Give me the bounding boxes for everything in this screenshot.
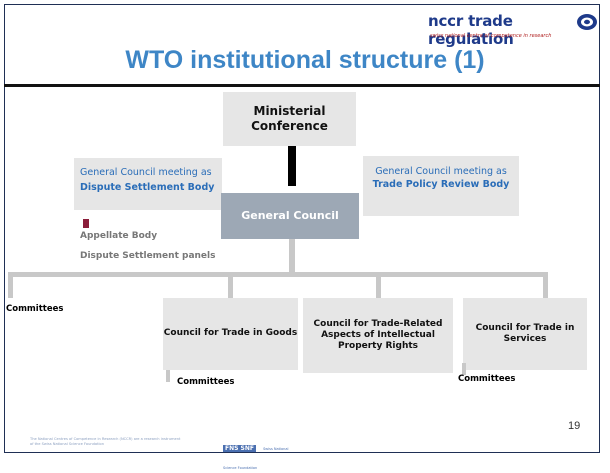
slide-title: WTO institutional structure (1)	[125, 46, 485, 74]
committees-left-label: Committees	[6, 304, 64, 314]
title-divider	[4, 84, 600, 87]
appellate-body-label: Appellate Body	[80, 231, 158, 241]
committees-services-stub	[462, 363, 466, 375]
connector-ministerial-general	[288, 146, 296, 186]
general-council-box: General Council	[221, 193, 359, 239]
logo-subtitle: swiss national centre of competence in r…	[430, 33, 552, 39]
footer-credit-line1: The National Centres of Competence in Re…	[30, 437, 181, 441]
nccr-logo: nccr trade regulation swiss national cen…	[424, 10, 600, 50]
connector-horizontal	[8, 272, 548, 277]
snsf-logo-mark: FNS SNF	[223, 445, 256, 452]
connector-trips	[376, 272, 381, 298]
committees-goods-stub	[166, 370, 170, 382]
council-trips-box: Council for Trade-Related Aspects of Int…	[303, 298, 453, 373]
tprb-prefix: General Council meeting as	[375, 166, 507, 177]
ministerial-conference-box: Ministerial Conference	[223, 92, 356, 146]
dsb-prefix: General Council meeting as	[80, 167, 212, 178]
snsf-logo: FNS SNF Swiss National Science Foundatio…	[223, 435, 301, 470]
footer-credit: The National Centres of Competence in Re…	[30, 437, 180, 446]
connector-goods	[228, 272, 233, 298]
connector-committees-left	[8, 272, 13, 298]
dispute-panels-label: Dispute Settlement panels	[80, 251, 216, 261]
appellate-marker	[83, 219, 89, 228]
dsb-name: Dispute Settlement Body	[80, 181, 215, 193]
council-trade-services-box: Council for Trade in Services	[463, 298, 587, 370]
committees-goods-label: Committees	[177, 377, 235, 387]
connector-general-down	[289, 239, 295, 274]
page-number: 19	[568, 420, 581, 432]
committees-services-label: Committees	[458, 374, 516, 384]
dispute-settlement-body-box: General Council meeting as Dispute Settl…	[74, 158, 222, 210]
footer-credit-line2: of the Swiss National Science Foundation	[30, 441, 105, 446]
logo-text: nccr trade regulation	[428, 12, 514, 48]
tprb-name: Trade Policy Review Body	[372, 179, 510, 191]
trade-policy-review-body-box: General Council meeting as Trade Policy …	[363, 156, 519, 216]
connector-services	[543, 272, 548, 298]
target-icon	[577, 14, 597, 30]
council-trade-goods-box: Council for Trade in Goods	[163, 298, 298, 370]
